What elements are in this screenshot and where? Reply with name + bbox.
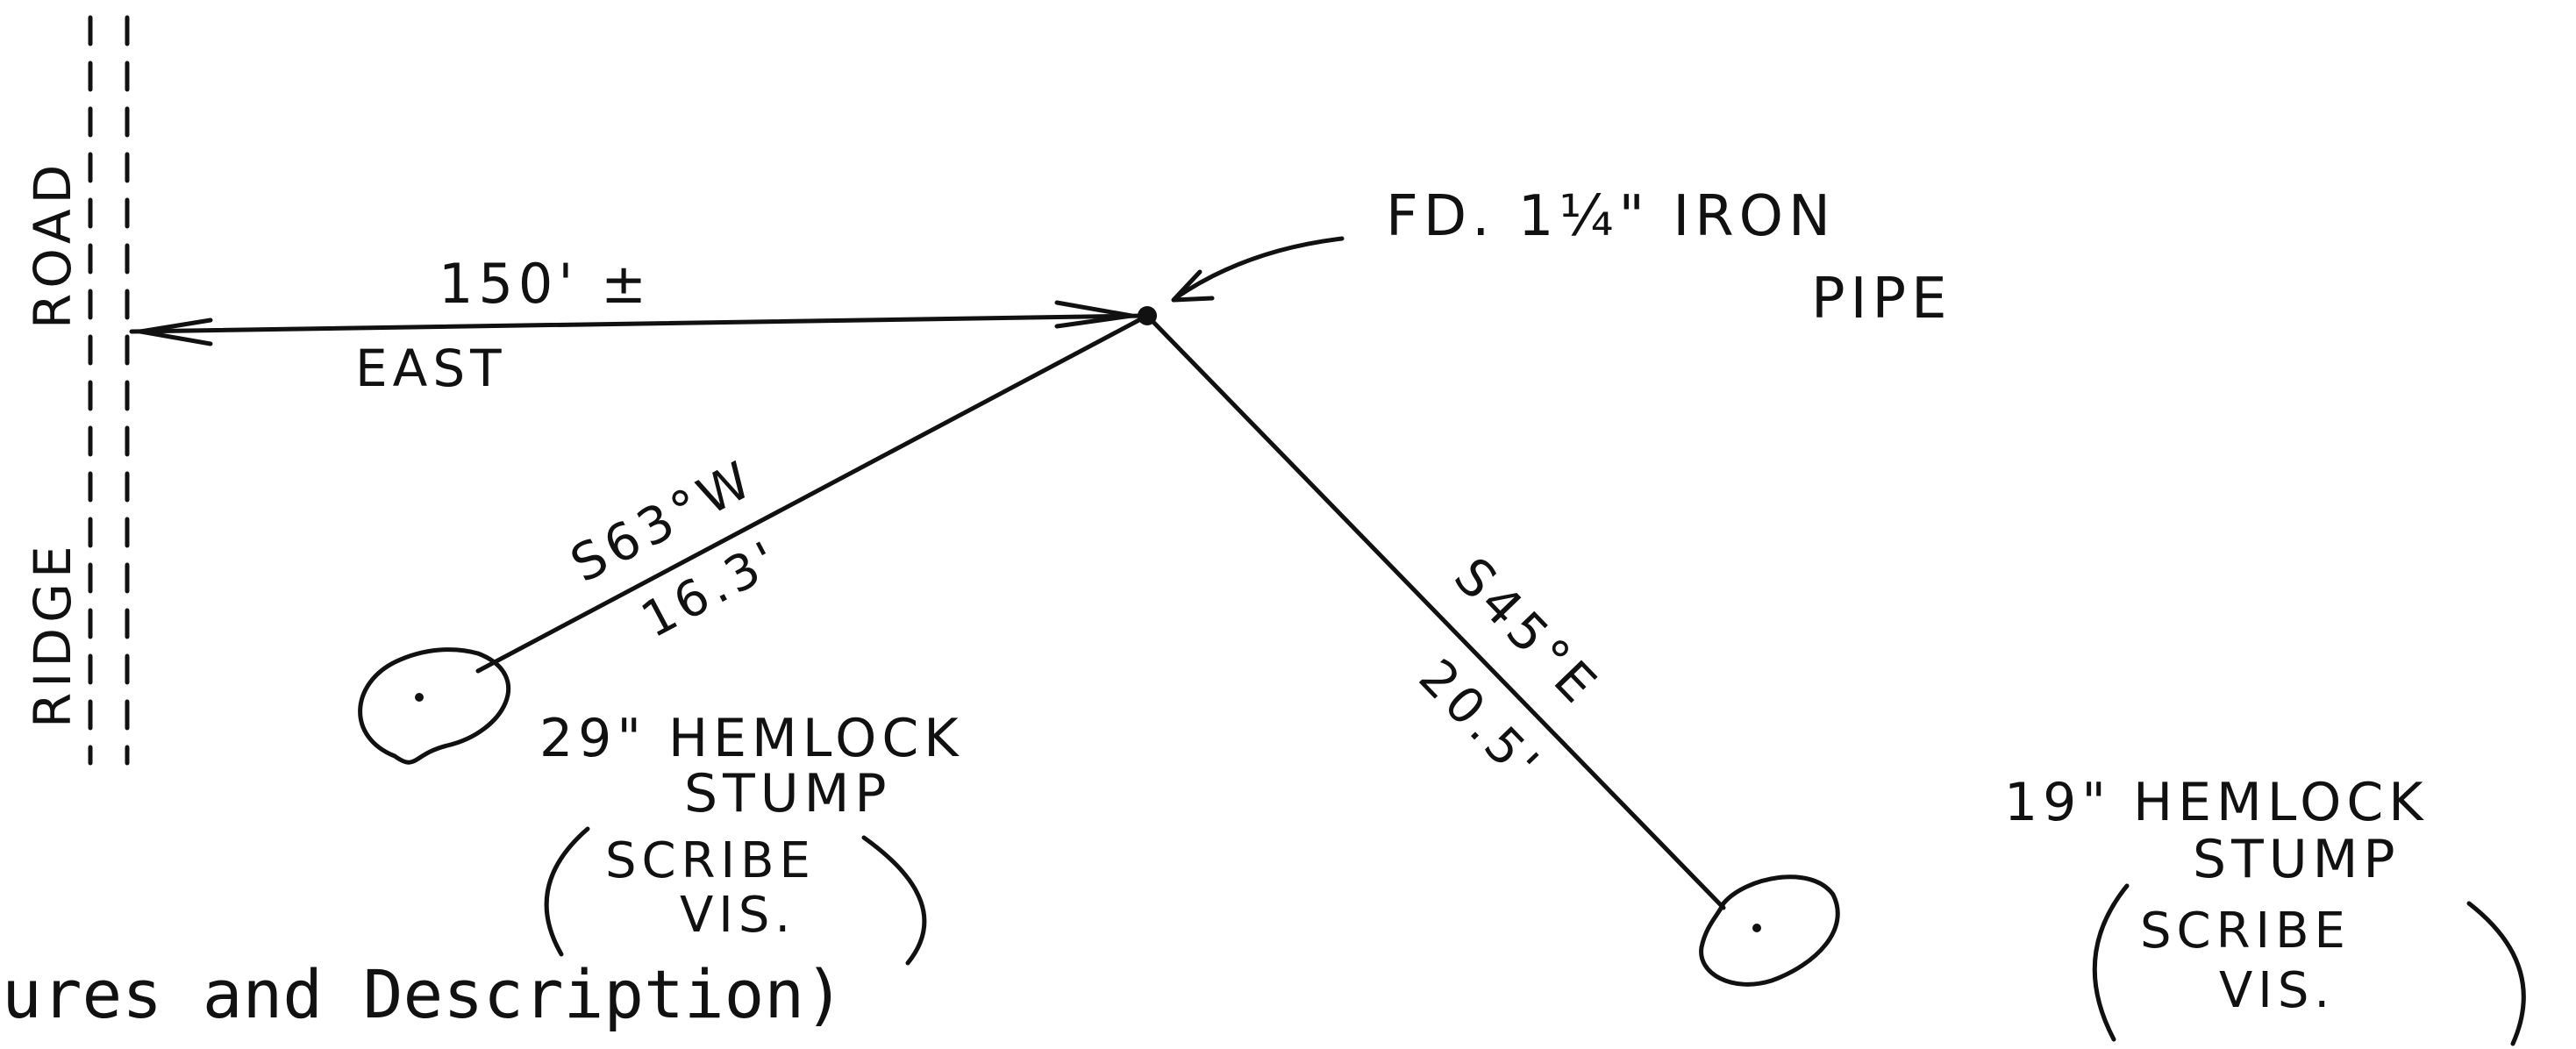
arrowhead-east: [1054, 300, 1134, 329]
tie-line-west: [475, 313, 1150, 674]
paren-east-close: [2466, 901, 2526, 1046]
tie-line-east: [1145, 313, 1726, 910]
road-label-ridge: RIDGE: [23, 540, 82, 728]
stump-west-line1: 29" HEMLOCK: [539, 708, 964, 769]
pipe-label-line1: FD. 1¼" IRON: [1386, 184, 1836, 249]
paren-west-close: [861, 835, 927, 966]
road-label-road: ROAD: [23, 160, 82, 329]
stump-east-line4: VIS.: [2219, 962, 2335, 1019]
pipe-leader-arrow: [1171, 236, 1345, 303]
stump-west: [358, 647, 510, 765]
stump-west-line2: STUMP: [684, 763, 892, 824]
stump-east-line3: SCRIBE: [2140, 903, 2351, 960]
baseline-line: [129, 300, 1147, 346]
pipe-label-line2: PIPE: [1811, 267, 1952, 332]
stump-east: [1699, 874, 1840, 987]
stump-west-line4: VIS.: [680, 887, 796, 944]
stump-west-line3: SCRIBE: [605, 832, 816, 889]
baseline-direction-label: EAST: [355, 339, 507, 398]
paren-west-open: [544, 826, 590, 957]
baseline-distance-label: 150' ±: [439, 252, 652, 316]
stump-east-line1: 19" HEMLOCK: [2004, 772, 2429, 833]
road-edges: [88, 15, 130, 766]
footer-caption: ures and Description): [2, 955, 845, 1033]
paren-east-open: [2092, 883, 2130, 1042]
stump-east-line2: STUMP: [2193, 829, 2401, 890]
arrowhead-west: [138, 318, 213, 346]
